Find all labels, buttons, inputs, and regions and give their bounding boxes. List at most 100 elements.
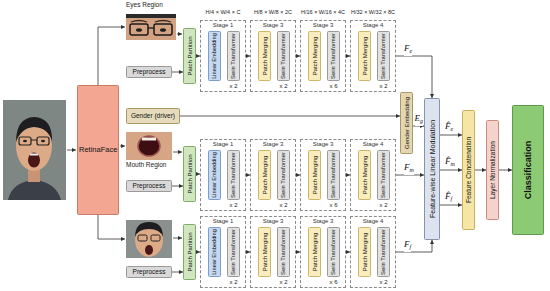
swin-transformer-box: Swin Transformer	[227, 31, 240, 81]
eye	[41, 140, 45, 142]
box-label: Swin Transformer	[231, 33, 237, 79]
stage-label: Stage 1	[201, 141, 245, 147]
box-label: Preprocess	[133, 69, 166, 76]
box-label: Swin Transformer	[381, 33, 387, 79]
stage-group: Stage 1 x 2 Linear Embedding Swin Transform…	[200, 139, 246, 211]
connector-arrow	[172, 186, 183, 187]
box-label: Swin Transformer	[281, 152, 287, 198]
connector-arrow	[440, 205, 462, 206]
preprocess-box: Preprocess	[126, 266, 172, 278]
eyebrows	[131, 21, 171, 23]
patch-merging-box: Patch Merging	[358, 31, 371, 81]
film-box: Feature-wise Linear Modulation	[424, 98, 440, 240]
patch-merging-box: Patch Merging	[258, 31, 271, 81]
connector-arrow	[475, 170, 486, 171]
repeat-count: x 2	[277, 279, 290, 285]
box-label: Patch Merging	[312, 156, 318, 195]
connector-arrow	[396, 240, 432, 252]
glasses	[154, 24, 172, 35]
arrow	[173, 152, 182, 153]
swin-transformer-box: Swin Transformer	[327, 150, 340, 200]
box-label: Swin Transformer	[331, 229, 337, 275]
swin-transformer-box: Swin Transformer	[377, 31, 390, 81]
connector-arrow	[499, 170, 512, 171]
stage-label: Stage 4	[351, 22, 395, 28]
concatenation-box: Feature Concatenation	[462, 110, 475, 230]
gender-input-box: Gender (driver)	[126, 108, 180, 124]
repeat-count: x 2	[277, 83, 290, 89]
box-label: Patch Partition	[187, 36, 193, 75]
stage-group: Stage 4 x 2 Patch Merging Swin Transformer	[350, 20, 396, 92]
connector-arrow	[172, 72, 183, 73]
box-label: Patch Merging	[312, 37, 318, 76]
patch-partition-box: Patch Partition	[183, 28, 196, 84]
gender-embedding-box: Gender Embedding	[400, 92, 413, 154]
arrow	[98, 215, 125, 239]
dimension-label: H/16 × W/16 × 4C	[301, 10, 345, 16]
linear-embedding-box: Linear Embedding	[208, 227, 221, 277]
linear-embedding-box: Linear Embedding	[208, 31, 221, 81]
swin-transformer-box: Swin Transformer	[377, 227, 390, 277]
driver-face-photo	[3, 100, 66, 200]
dimension-label: H/8 × W/8 × 2C	[254, 10, 292, 16]
repeat-count: x 2	[377, 279, 390, 285]
box-label: Feature Concatenation	[465, 137, 472, 203]
stage-label: Stage 3	[251, 218, 295, 224]
photo-background	[126, 220, 172, 258]
stage-label: Stage 3	[301, 218, 345, 224]
patch-partition-box: Patch Partition	[183, 146, 196, 202]
arrow	[67, 150, 76, 151]
box-label: Linear Embedding	[212, 152, 218, 198]
swin-transformer-box: Swin Transformer	[227, 227, 240, 277]
linear-embedding-box: Linear Embedding	[208, 150, 221, 200]
eye	[160, 28, 166, 32]
box-label: Preprocess	[133, 269, 166, 276]
open-mouth	[28, 153, 40, 168]
stage-group: Stage 4x 2Patch MergingSwin Transformer	[350, 139, 396, 211]
repeat-count: x 2	[277, 202, 290, 208]
feature-label: F̂f	[445, 191, 452, 204]
dimension-label: H/4 × W/4 × C	[206, 10, 241, 16]
shirt	[8, 180, 61, 200]
feature-label: Ff	[404, 239, 411, 252]
repeat-count: x 2	[227, 279, 240, 285]
hair	[16, 117, 52, 142]
open-mouth	[138, 136, 160, 156]
feature-label: F̂m	[445, 156, 455, 169]
box-label: Swin Transformer	[231, 152, 237, 198]
patch-merging-box: Patch Merging	[358, 150, 371, 200]
box-label: Swin Transformer	[281, 33, 287, 79]
face-region-photo	[126, 220, 172, 258]
patch-merging-box: Patch Merging	[308, 31, 321, 81]
repeat-count: x 6	[327, 202, 340, 208]
stage-label: Stage 4	[351, 141, 395, 147]
box-label: Preprocess	[133, 183, 166, 190]
patch-merging-box: Patch Merging	[258, 150, 271, 200]
connector-arrow	[172, 272, 183, 273]
classification-box: Classification	[512, 105, 544, 235]
arrow	[98, 27, 125, 85]
repeat-count: x 2	[227, 202, 240, 208]
box-label: Classification	[524, 141, 533, 200]
swin-transformer-box: Swin Transformer	[327, 31, 340, 81]
box-label: Patch Merging	[362, 233, 368, 272]
glasses	[37, 137, 49, 145]
eye	[23, 140, 27, 142]
connector-arrow	[440, 170, 462, 171]
stage-group: Stage 4x 2Patch MergingSwin Transformer	[350, 216, 396, 288]
patch-partition-box: Patch Partition	[183, 224, 196, 280]
repeat-count: x 2	[377, 83, 390, 89]
teeth	[142, 138, 156, 141]
stage-label: Stage 1	[201, 22, 245, 28]
box-label: Linear Embedding	[212, 229, 218, 275]
stage-group: Stage 3x 2Patch MergingSwin Transformer	[250, 216, 296, 288]
box-label: Patch Merging	[262, 37, 268, 76]
stage-label: Stage 1	[201, 218, 245, 224]
box-label: Patch Merging	[312, 233, 318, 272]
region-label: Eyes Region	[126, 2, 163, 9]
feature-label: Fm	[404, 162, 414, 175]
glasses	[19, 137, 31, 145]
swin-transformer-box: Swin Transformer	[277, 227, 290, 277]
swin-transformer-box: Swin Transformer	[327, 227, 340, 277]
box-label: Feature-wise Linear Modulation	[429, 120, 436, 218]
